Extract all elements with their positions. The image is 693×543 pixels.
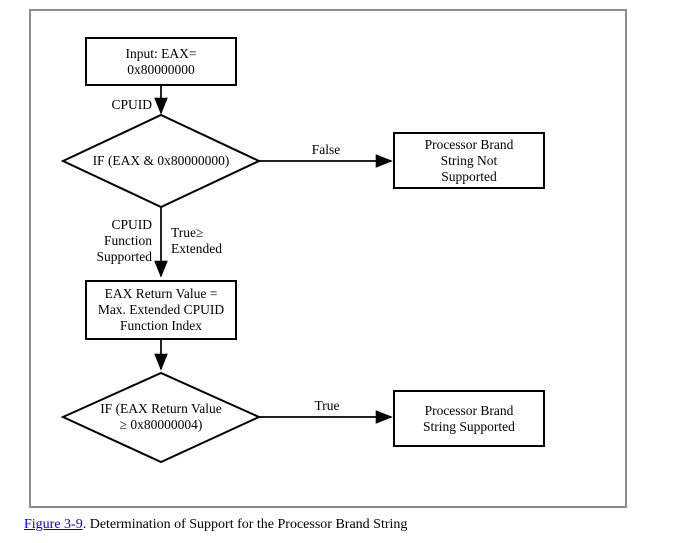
eax-return-line: Function Index [119,318,203,333]
decision1-label: IF (EAX & 0x80000000) [92,153,230,168]
figure-caption-text: . Determination of Support for the Proce… [82,517,408,532]
decision2-label: IF (EAX Return Value ≥ 0x80000004) [100,401,222,432]
false-edge-label: False [311,142,341,157]
figure-caption: Figure 3-9. Determination of Support for… [24,516,407,534]
cpuid-edge-label: CPUID [111,97,152,112]
true-edge-label: True [314,398,340,413]
input-eax-box: Input: EAX= 0x80000000 [85,37,237,86]
flowchart-canvas: Input: EAX= 0x80000000 Processor Brand S… [31,11,625,506]
eax-return-line: Max. Extended CPUID [97,302,225,317]
eax-return-value-box: EAX Return Value = Max. Extended CPUID F… [85,280,237,340]
supported-line: String Supported [423,418,515,434]
eax-return-line: EAX Return Value = [104,286,218,301]
flowchart-container: Input: EAX= 0x80000000 Processor Brand S… [29,9,627,508]
true-extended-label: True≥ Extended [171,225,222,256]
not-supported-line: Supported [441,168,497,184]
brand-string-supported-box: Processor Brand String Supported [393,390,545,447]
cpuid-function-supported-label: CPUID Function Supported [96,217,153,264]
brand-string-not-supported-box: Processor Brand String Not Supported [393,132,545,189]
flowchart-shapes [60,86,393,464]
not-supported-line: Processor Brand [424,136,514,152]
input-eax-line: 0x80000000 [127,61,195,77]
figure-3-9-link[interactable]: Figure 3-9 [24,517,83,532]
not-supported-line: String Not [440,152,498,168]
input-eax-line: Input: EAX= [125,45,197,61]
supported-line: Processor Brand [424,402,514,418]
